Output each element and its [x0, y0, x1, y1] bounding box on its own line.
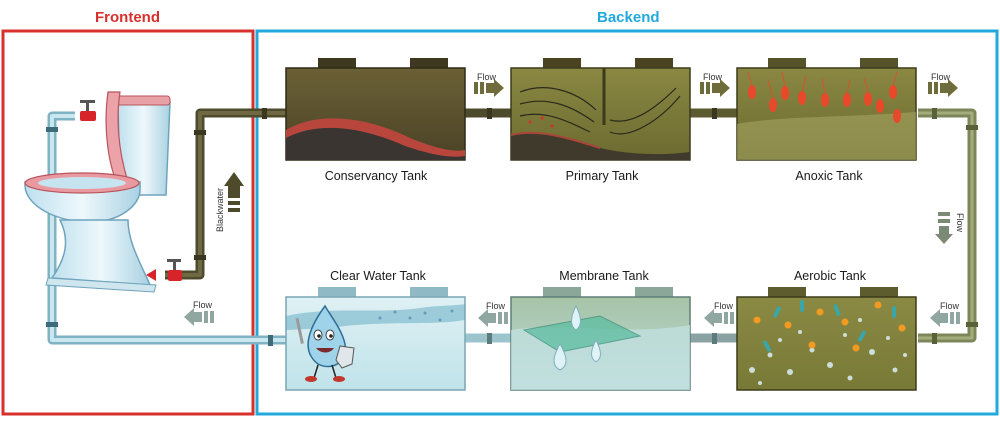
flow-label: Flow	[193, 300, 213, 310]
water-drop-mascot-icon	[295, 304, 355, 382]
flow-label: Flow	[477, 72, 497, 82]
flow-arrow-icon	[704, 309, 734, 327]
conservancy-tank-label: Conservancy Tank	[325, 169, 428, 183]
pipe-network	[46, 108, 978, 346]
aerobic-tank	[736, 287, 917, 391]
flow-label: Flow	[486, 301, 506, 311]
toilet	[24, 91, 182, 293]
frontend-title: Frontend	[95, 9, 160, 26]
clear-water-tank-label: Clear Water Tank	[330, 269, 427, 283]
inlet-valve-icon	[80, 100, 96, 121]
blackwater-label: Blackwater	[215, 188, 225, 232]
frontend-frame	[1, 29, 255, 416]
flow-arrow-icon	[930, 309, 960, 327]
backend-title: Backend	[597, 9, 660, 26]
flow-arrow-icon	[184, 308, 214, 326]
membrane-tank	[510, 287, 691, 391]
anoxic-tank	[736, 58, 917, 161]
flow-label: Flow	[703, 72, 723, 82]
aerobic-tank-label: Aerobic Tank	[794, 269, 867, 283]
flow-label: Flow	[931, 72, 951, 82]
blackwater-arrow-icon	[224, 172, 244, 212]
primary-tank	[510, 58, 691, 161]
anoxic-bacteria-icon	[748, 85, 901, 123]
conservancy-tank	[285, 58, 466, 161]
membrane-tank-label: Membrane Tank	[559, 269, 649, 283]
aerobic-bubbles-icon	[749, 318, 907, 385]
primary-tank-label: Primary Tank	[566, 169, 639, 183]
flow-arrow-down-icon	[935, 212, 953, 244]
water-drop-icon	[553, 304, 601, 371]
clear-water-tank	[285, 287, 466, 391]
anoxic-tank-label: Anoxic Tank	[795, 169, 863, 183]
flow-arrow-icon	[478, 309, 508, 327]
flow-label: Flow	[940, 301, 960, 311]
outlet-valve-icon	[146, 259, 182, 281]
backend-frame	[255, 29, 999, 416]
flow-label: Flow	[714, 301, 734, 311]
flow-label: Flow	[955, 213, 965, 233]
